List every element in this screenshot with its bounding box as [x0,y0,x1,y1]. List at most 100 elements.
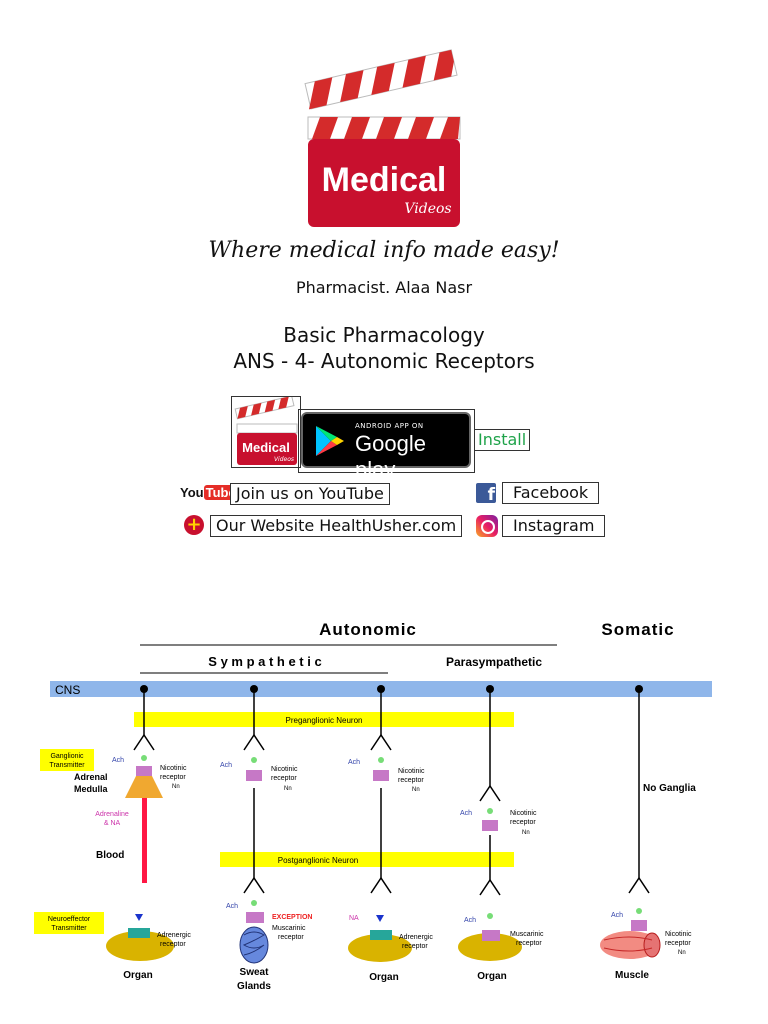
title-line-2: ANS - 4- Autonomic Receptors [233,349,535,373]
nicotinic-receptor-4 [482,820,498,831]
blood-label: Blood [96,850,124,861]
preganglionic-band [134,712,514,727]
nn-label-5: Nn [678,950,686,956]
neuroeffector-transmitter-box [34,912,104,934]
google-play-button[interactable]: ANDROID APP ON Google play [301,412,471,482]
adrenergic-label-2b: receptor [402,943,428,950]
title-line-1: Basic Pharmacology [283,323,485,347]
muscarinic-receptor-2 [482,930,500,941]
ganglionic-transmitter-box [40,749,94,771]
sweat-label-2: Glands [237,981,271,992]
parasympathetic-label: Parasympathetic [446,655,542,669]
install-link[interactable]: Install [474,429,531,451]
store-big-label: Google play [355,431,426,482]
nicotinic-label-5b: receptor [665,940,691,947]
medical-videos-logo: Medical Videos [300,45,470,230]
muscle-shape [600,931,661,959]
nicotinic-label-3a: Nicotinic [398,768,425,775]
organ-shape-1 [106,931,174,961]
tagline: Where medical info made easy! [208,238,560,263]
website-link[interactable]: Our Website HealthUsher.com [210,515,463,537]
adrenal-medulla-shape [125,776,163,798]
muscarinic-label-2a: Muscarinic [510,931,544,938]
postganglionic-band [220,852,514,867]
ach-label-1: Ach [112,757,124,764]
organ-label-3: Organ [477,971,506,982]
nn-label-4: Nn [522,830,530,836]
youtube-logo-b: Tube [203,485,238,500]
muscarinic-label-1b: receptor [278,934,304,941]
postganglionic-label: Postganglionic Neuron [278,856,359,865]
muscarinic-receptor-1 [246,912,264,923]
app-logo-word: Medical [242,440,290,455]
app-logo-sub: Videos [274,456,294,463]
cns-label: CNS [55,683,80,697]
somatic-label: Somatic [601,620,674,639]
no-ganglia-label: No Ganglia [643,783,696,794]
adrenaline-label-1: Adrenaline [95,811,129,818]
nicotinic-label-3b: receptor [398,777,424,784]
store-small-label: ANDROID APP ON [355,422,424,430]
organ-shape-3 [458,933,522,961]
nicotinic-label-5a: Nicotinic [665,931,692,938]
instagram-icon [476,515,498,537]
app-logo-button[interactable]: Medical Videos [231,395,301,468]
organ-shape-2 [348,934,412,962]
youtube-link[interactable]: Join us on YouTube [230,483,390,505]
muscarinic-label-1a: Muscarinic [272,925,306,932]
autonomic-label: Autonomic [319,620,417,639]
nicotinic-label-2b: receptor [271,775,297,782]
facebook-icon: f [476,483,496,503]
neuroeffector-transmitter-1: Neuroeffector [48,916,91,923]
nicotinic-label-1b: receptor [160,774,186,781]
logo-word: Medical [322,161,447,199]
instagram-link[interactable]: Instagram [502,515,606,537]
ganglionic-transmitter-1: Ganglionic [50,753,84,760]
na-label: NA [349,915,359,922]
ach-label-5: Ach [460,810,472,817]
adrenergic-label-1b: receptor [160,941,186,948]
ans-receptor-diagram: Autonomic Somatic S y m p a t h e t i c … [34,620,712,992]
blood-stream-bar [142,798,147,883]
ach-label-7: Ach [611,912,623,919]
nicotinic-label-4a: Nicotinic [510,810,537,817]
nicotinic-receptor-3 [373,770,389,781]
adrenergic-receptor-1 [128,928,150,938]
organ-label-2: Organ [369,972,398,983]
adrenergic-receptor-2 [370,930,392,940]
nn-label-1: Nn [172,784,180,790]
nicotinic-receptor-5 [631,920,647,931]
ganglionic-transmitter-2: Transmitter [49,762,85,769]
sweat-label-1: Sweat [240,967,270,978]
youtube-logo-a: You [180,485,204,500]
adrenal-label-2: Medulla [74,784,108,794]
adrenaline-label-2: & NA [104,820,121,827]
ach-label-4: Ach [348,759,360,766]
adrenergic-label-2a: Adrenergic [399,934,433,941]
nicotinic-receptor-2 [246,770,262,781]
ach-label-6: Ach [464,917,476,924]
adrenergic-label-1a: Adrenergic [157,932,191,939]
facebook-link[interactable]: Facebook [502,482,600,504]
muscarinic-label-2b: receptor [516,940,542,947]
logo-sub: Videos [404,201,451,217]
adrenal-label-1: Adrenal [74,772,108,782]
nicotinic-label-4b: receptor [510,819,536,826]
sweat-gland-shape [239,926,269,964]
preganglionic-label: Preganglionic Neuron [286,716,363,725]
sympathetic-label: S y m p a t h e t i c [208,654,321,669]
website-plus-icon: + [184,515,204,535]
nn-label-3: Nn [412,787,420,793]
neuroeffector-transmitter-2: Transmitter [51,925,87,932]
nicotinic-label-2a: Nicotinic [271,766,298,773]
ach-label-2: Ach [220,762,232,769]
nicotinic-label-1a: Nicotinic [160,765,187,772]
exception-label: EXCEPTION [272,914,312,921]
organ-label-1: Organ [123,970,152,981]
muscle-label: Muscle [615,970,649,981]
author: Pharmacist. Alaa Nasr [295,278,473,297]
play-store-icon [316,426,344,456]
nn-label-2: Nn [284,786,292,792]
nicotinic-receptor-1 [136,766,152,776]
